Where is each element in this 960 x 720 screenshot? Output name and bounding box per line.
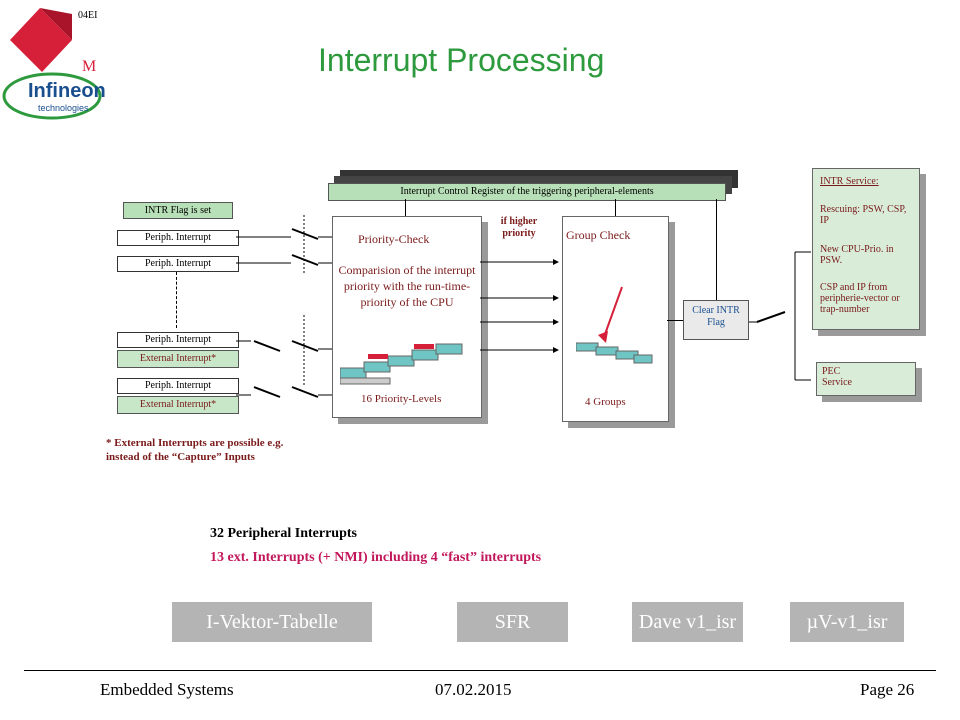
summary-line-2: 13 ext. Interrupts (+ NMI) including 4 “…: [210, 550, 542, 565]
summary-line-1: 32 Peripheral Interrupts: [210, 526, 357, 541]
groups-label: 4 Groups: [585, 396, 626, 408]
intr-service-newprio: New CPU-Prio. in PSW.: [820, 244, 894, 266]
clear-intr-flag: Clear INTR Flag: [683, 300, 749, 340]
page-title: Interrupt Processing: [318, 42, 605, 78]
logo: [0, 0, 110, 125]
external-interrupt-footnote: * External Interrupts are possible e.g. …: [106, 437, 284, 463]
pec-service-panel: [816, 362, 916, 396]
sfr-button[interactable]: SFR: [457, 602, 568, 642]
periph-interrupt-1: Periph. Interrupt: [117, 230, 239, 246]
group-check-title: Group Check: [566, 228, 631, 242]
priority-levels-graphic: [340, 343, 463, 385]
footer-course: Embedded Systems: [100, 680, 234, 699]
dave-isr-button[interactable]: Dave v1_isr: [632, 602, 743, 642]
footer-page: Page 26: [860, 680, 915, 699]
external-interrupt-2: External Interrupt*: [117, 396, 239, 414]
switch-lines: [236, 215, 332, 398]
periph-interrupt-2: Periph. Interrupt: [117, 256, 239, 272]
periph-interrupt-4: Periph. Interrupt: [117, 378, 239, 394]
priority-levels-label: 16 Priority-Levels: [361, 393, 442, 405]
logo-brand: Infineon: [28, 80, 106, 102]
intr-flag-set: INTR Flag is set: [123, 202, 233, 219]
icr-connector-group: [615, 199, 616, 216]
group-to-clear-line: [667, 320, 683, 321]
intr-service-title: INTR Service:: [820, 176, 879, 187]
intr-service-panel: [812, 168, 920, 330]
uv-isr-button[interactable]: µV-v1_isr: [790, 602, 904, 642]
logo-top-label: 04EI: [78, 10, 98, 21]
group-check-panel: [562, 216, 669, 422]
dashed-connector: [176, 272, 178, 328]
vektor-tabelle-button[interactable]: I-Vektor-Tabelle: [172, 602, 372, 642]
if-higher-label: if higher priority: [500, 216, 538, 239]
intr-service-csp: CSP and IP from peripherie-vector or tra…: [820, 282, 900, 315]
priority-check-title: Priority-Check: [358, 232, 430, 246]
footer-divider: [24, 670, 936, 671]
footer-date: 07.02.2015: [435, 680, 512, 699]
priority-check-desc: Comparision of the interrupt priority wi…: [338, 263, 476, 309]
intr-service-rescuing: Rescuing: PSW, CSP, IP: [820, 204, 907, 226]
priority-to-group-arrows: [480, 259, 559, 353]
icr-label: Interrupt Control Register of the trigge…: [328, 183, 726, 201]
logo-graphic: [2, 8, 102, 120]
logo-corner-letter: M: [82, 58, 97, 75]
service-switch: [749, 251, 811, 381]
periph-interrupt-3: Periph. Interrupt: [117, 332, 239, 348]
pec-service-label: PEC Service: [822, 366, 852, 388]
group-graphic: [576, 286, 653, 364]
external-interrupt-1: External Interrupt*: [117, 350, 239, 368]
logo-brand-sub: technologies: [38, 103, 89, 113]
icr-connector-priority: [405, 199, 406, 216]
icr-connector-clear: [716, 199, 717, 300]
